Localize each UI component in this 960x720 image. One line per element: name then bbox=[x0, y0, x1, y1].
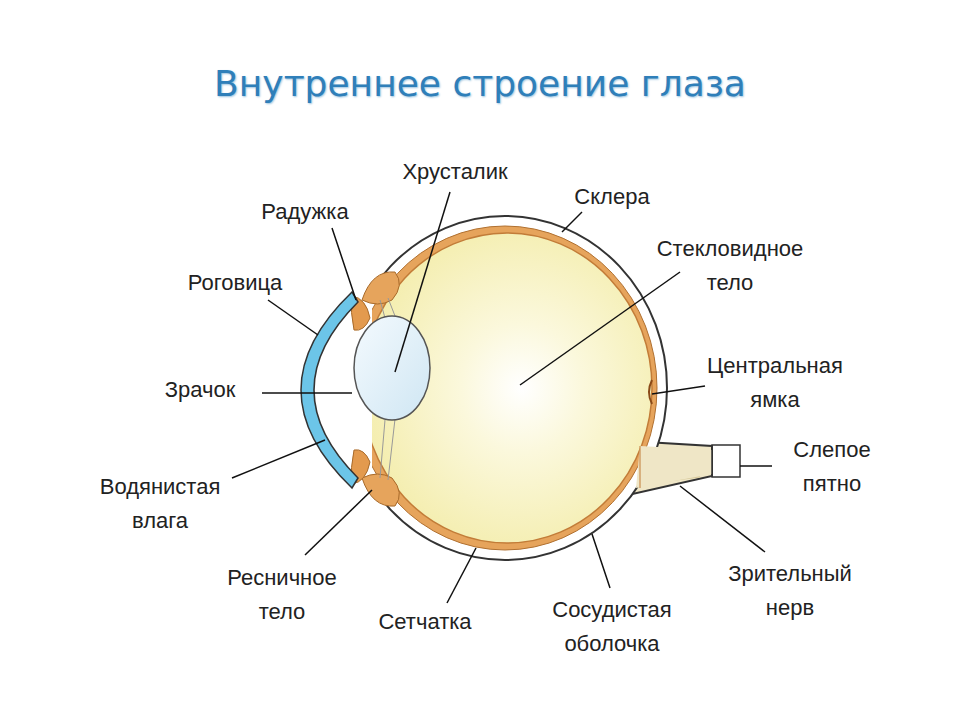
part-label: Центральная ямка bbox=[707, 349, 843, 417]
part-label: Роговица bbox=[188, 266, 283, 300]
part-label: Зрачок bbox=[165, 373, 236, 407]
part-label: Ресничное тело bbox=[227, 561, 336, 629]
part-label: Хрусталик bbox=[402, 155, 507, 189]
part-label: Водянистая влага bbox=[100, 470, 221, 538]
part-label: Сосудистая оболочка bbox=[552, 593, 672, 661]
part-label: Сетчатка bbox=[378, 605, 471, 639]
part-label: Склера bbox=[574, 180, 649, 214]
part-label: Стекловидное тело bbox=[657, 232, 804, 300]
part-label: Слепое пятно bbox=[793, 433, 870, 501]
part-label: Зрительный нерв bbox=[728, 557, 852, 625]
diagram-title: Внутреннее строение глаза bbox=[214, 63, 746, 104]
part-label: Радужка bbox=[261, 195, 348, 229]
